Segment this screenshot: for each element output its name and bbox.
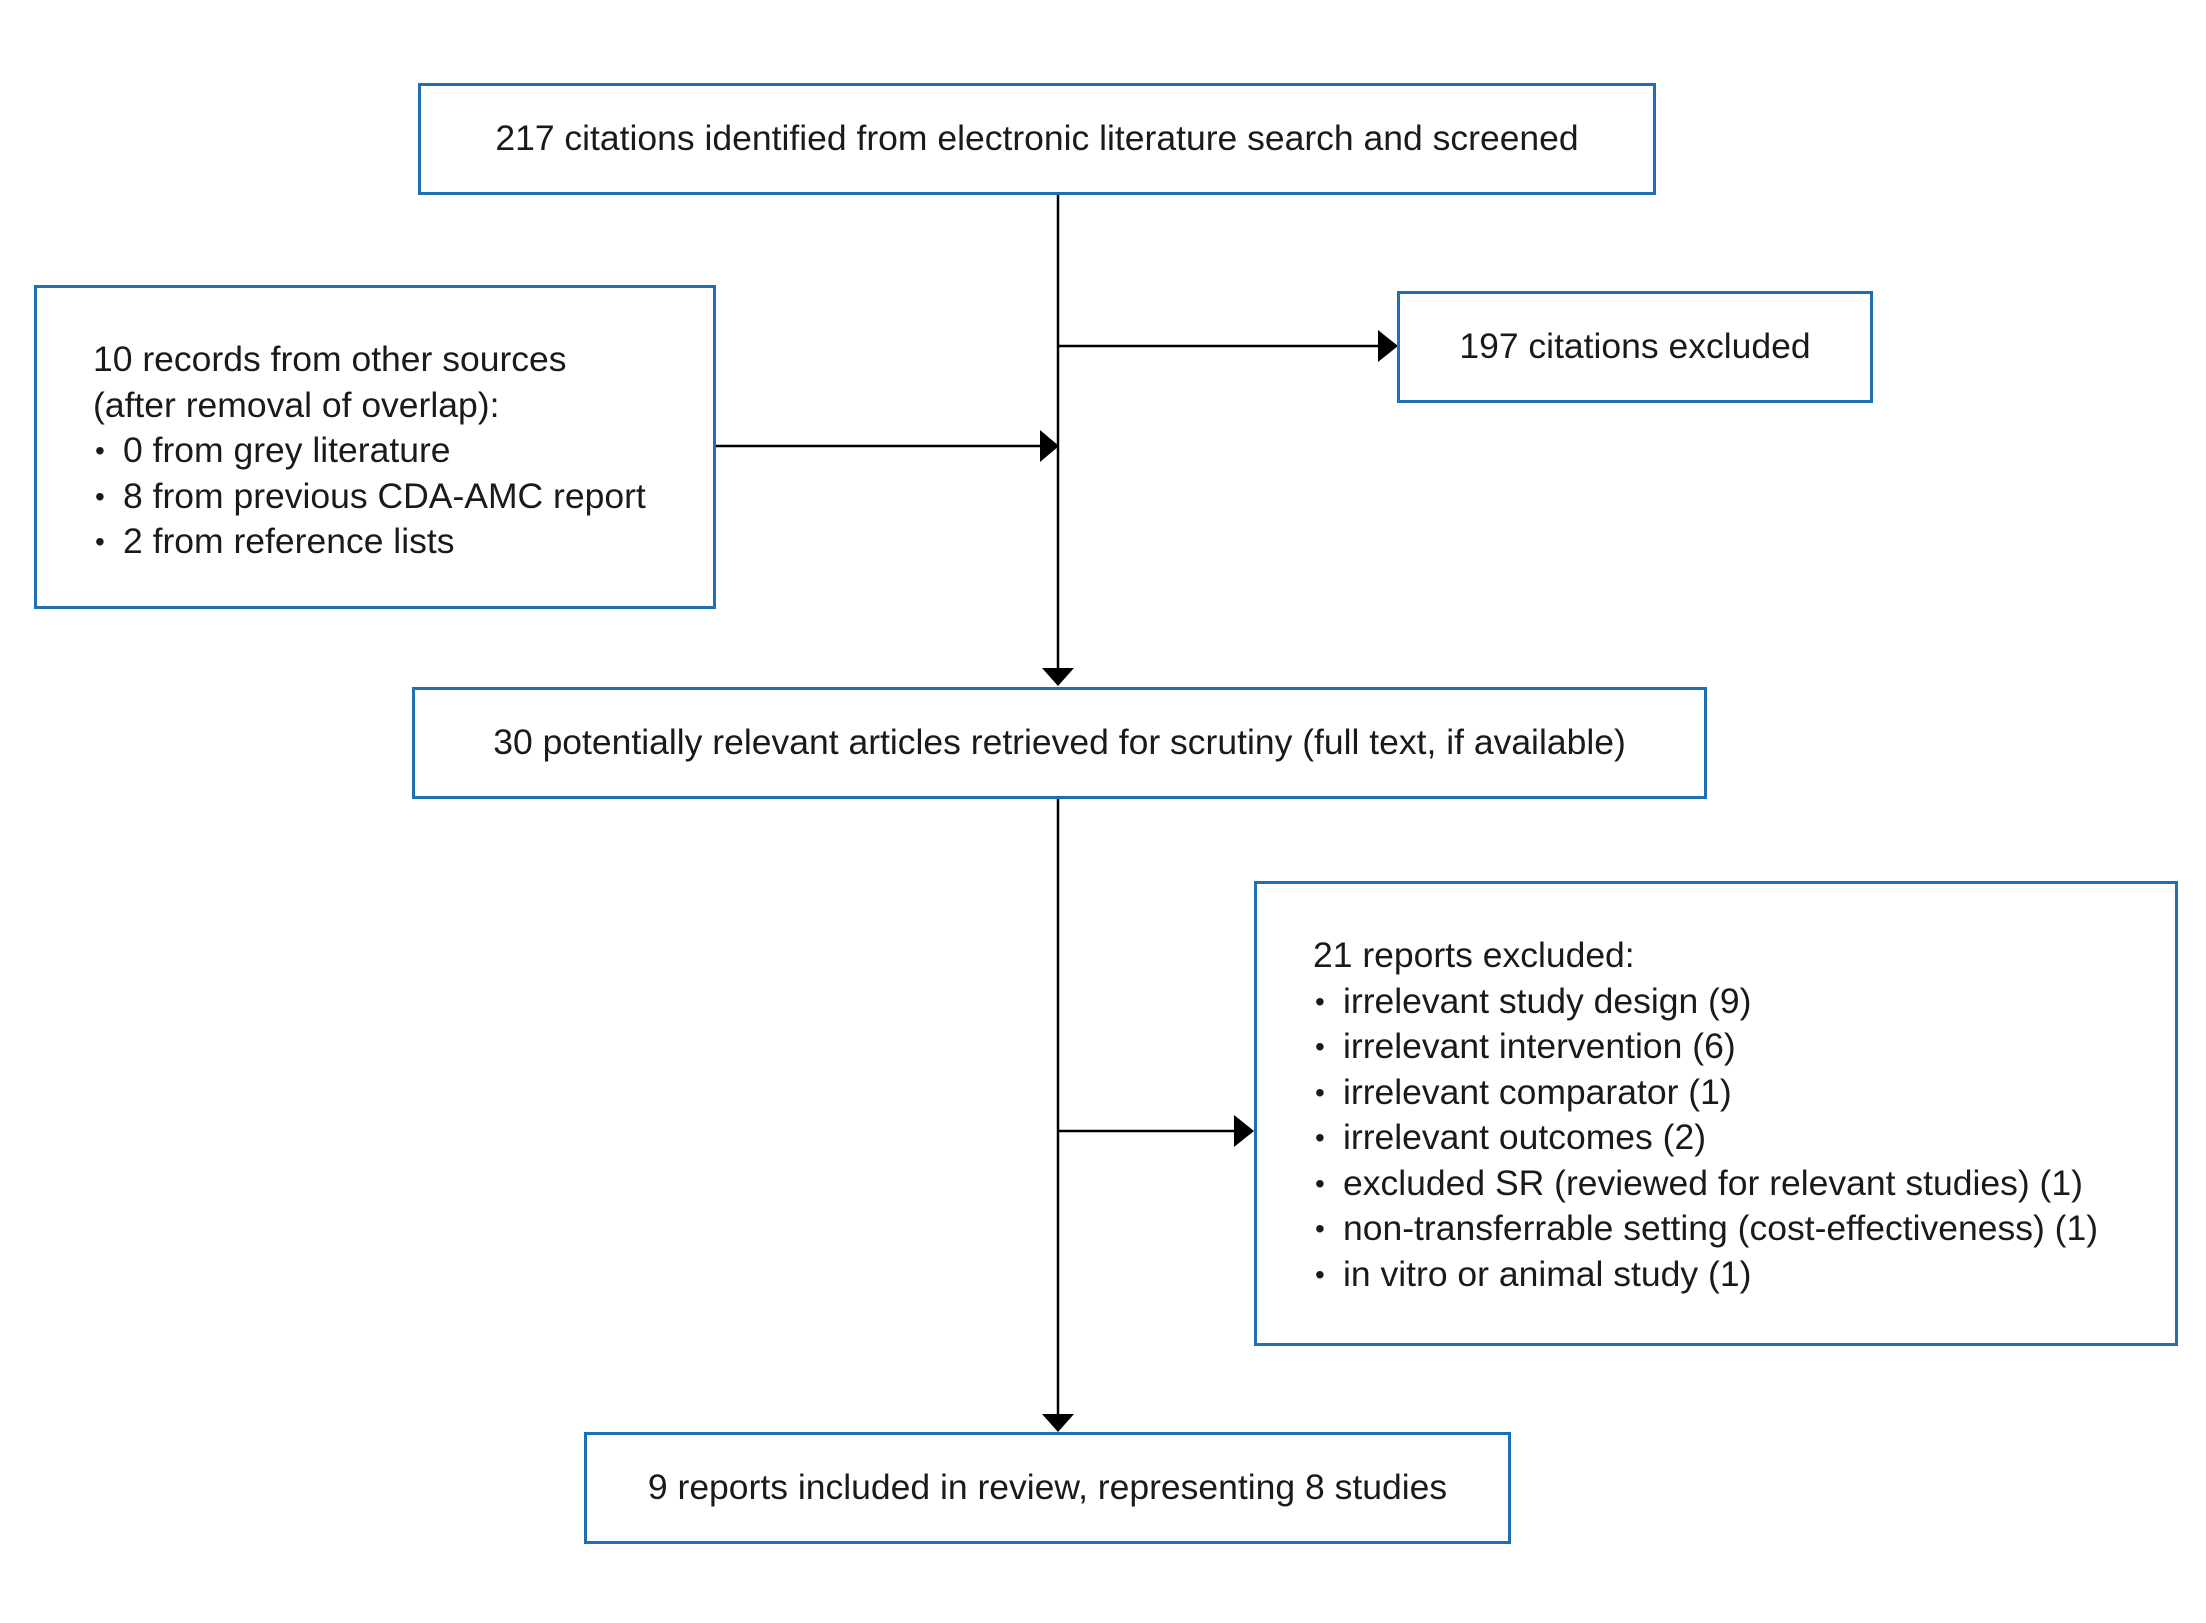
arrowhead-excluded-reports [1234, 1115, 1254, 1147]
list-item: irrelevant study design (9) [1313, 979, 2098, 1025]
excluded-reports-content: 21 reports excluded: irrelevant study de… [1313, 933, 2098, 1297]
included-box: 9 reports included in review, representi… [584, 1432, 1511, 1544]
arrowhead-excluded-citations [1378, 330, 1398, 362]
identified-box: 217 citations identified from electronic… [418, 83, 1656, 195]
list-item: 8 from previous CDA-AMC report [93, 474, 646, 520]
list-item: irrelevant comparator (1) [1313, 1070, 2098, 1116]
arrowhead-included [1042, 1414, 1074, 1432]
arrowhead-retrieved [1042, 668, 1074, 686]
retrieved-box: 30 potentially relevant articles retriev… [412, 687, 1707, 799]
list-item: non-transferrable setting (cost-effectiv… [1313, 1206, 2098, 1252]
list-item: in vitro or animal study (1) [1313, 1252, 2098, 1298]
excluded-citations-box: 197 citations excluded [1397, 291, 1873, 403]
other-sources-box: 10 records from other sources (after rem… [34, 285, 716, 609]
list-item: irrelevant outcomes (2) [1313, 1115, 2098, 1161]
excluded-reports-title: 21 reports excluded: [1313, 935, 1635, 975]
excluded-reports-list: irrelevant study design (9) irrelevant i… [1313, 979, 2098, 1298]
list-item: excluded SR (reviewed for relevant studi… [1313, 1161, 2098, 1207]
other-sources-title-line1: 10 records from other sources [93, 339, 567, 379]
included-text: 9 reports included in review, representi… [647, 1467, 1448, 1508]
other-sources-title-line2: (after removal of overlap): [93, 384, 500, 425]
other-sources-content: 10 records from other sources (after rem… [93, 337, 646, 565]
retrieved-text: 30 potentially relevant articles retriev… [493, 722, 1626, 763]
other-sources-list: 0 from grey literature 8 from previous C… [93, 428, 646, 565]
list-item: 0 from grey literature [93, 428, 646, 474]
excluded-reports-box: 21 reports excluded: irrelevant study de… [1254, 881, 2178, 1346]
list-item: irrelevant intervention (6) [1313, 1024, 2098, 1070]
arrowhead-other-sources [1040, 430, 1059, 462]
list-item: 2 from reference lists [93, 519, 646, 565]
excluded-citations-text: 197 citations excluded [1459, 326, 1811, 367]
identified-text: 217 citations identified from electronic… [495, 118, 1579, 159]
